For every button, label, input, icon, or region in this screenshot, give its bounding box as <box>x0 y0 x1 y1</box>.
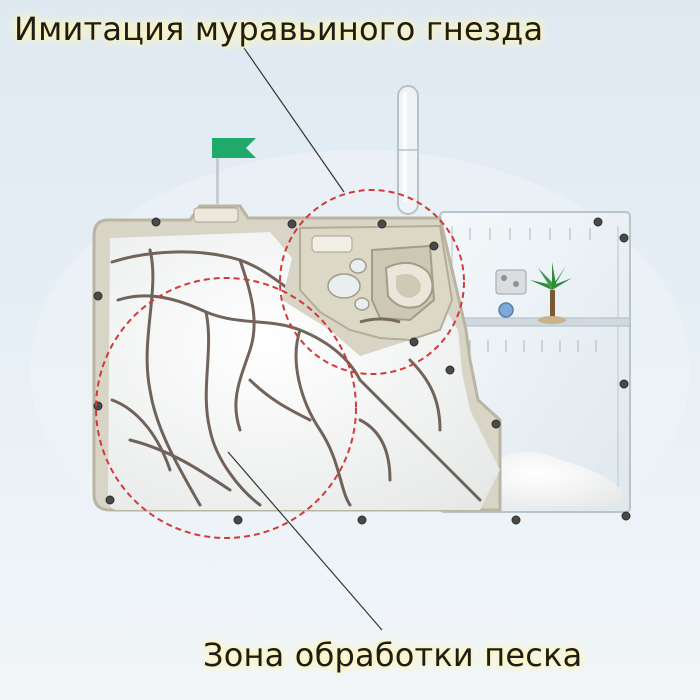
sand-leader-line <box>227 451 383 631</box>
frame-screws <box>93 217 631 525</box>
nest-imitation-label: Имитация муравьиного гнезда <box>14 10 544 48</box>
feeding-tube <box>397 85 419 215</box>
nest-imitation-structure <box>299 224 454 342</box>
callout-circles <box>95 189 465 539</box>
palm-tree-decoration <box>530 262 572 324</box>
leader-lines <box>227 47 383 631</box>
nest-leader-line <box>243 47 345 193</box>
flag-icon <box>212 138 256 204</box>
sand-callout-circle <box>95 277 357 539</box>
sand-zone <box>108 232 500 510</box>
nest-callout-circle <box>279 189 465 375</box>
sand-zone-label: Зона обработки песка <box>203 636 583 674</box>
